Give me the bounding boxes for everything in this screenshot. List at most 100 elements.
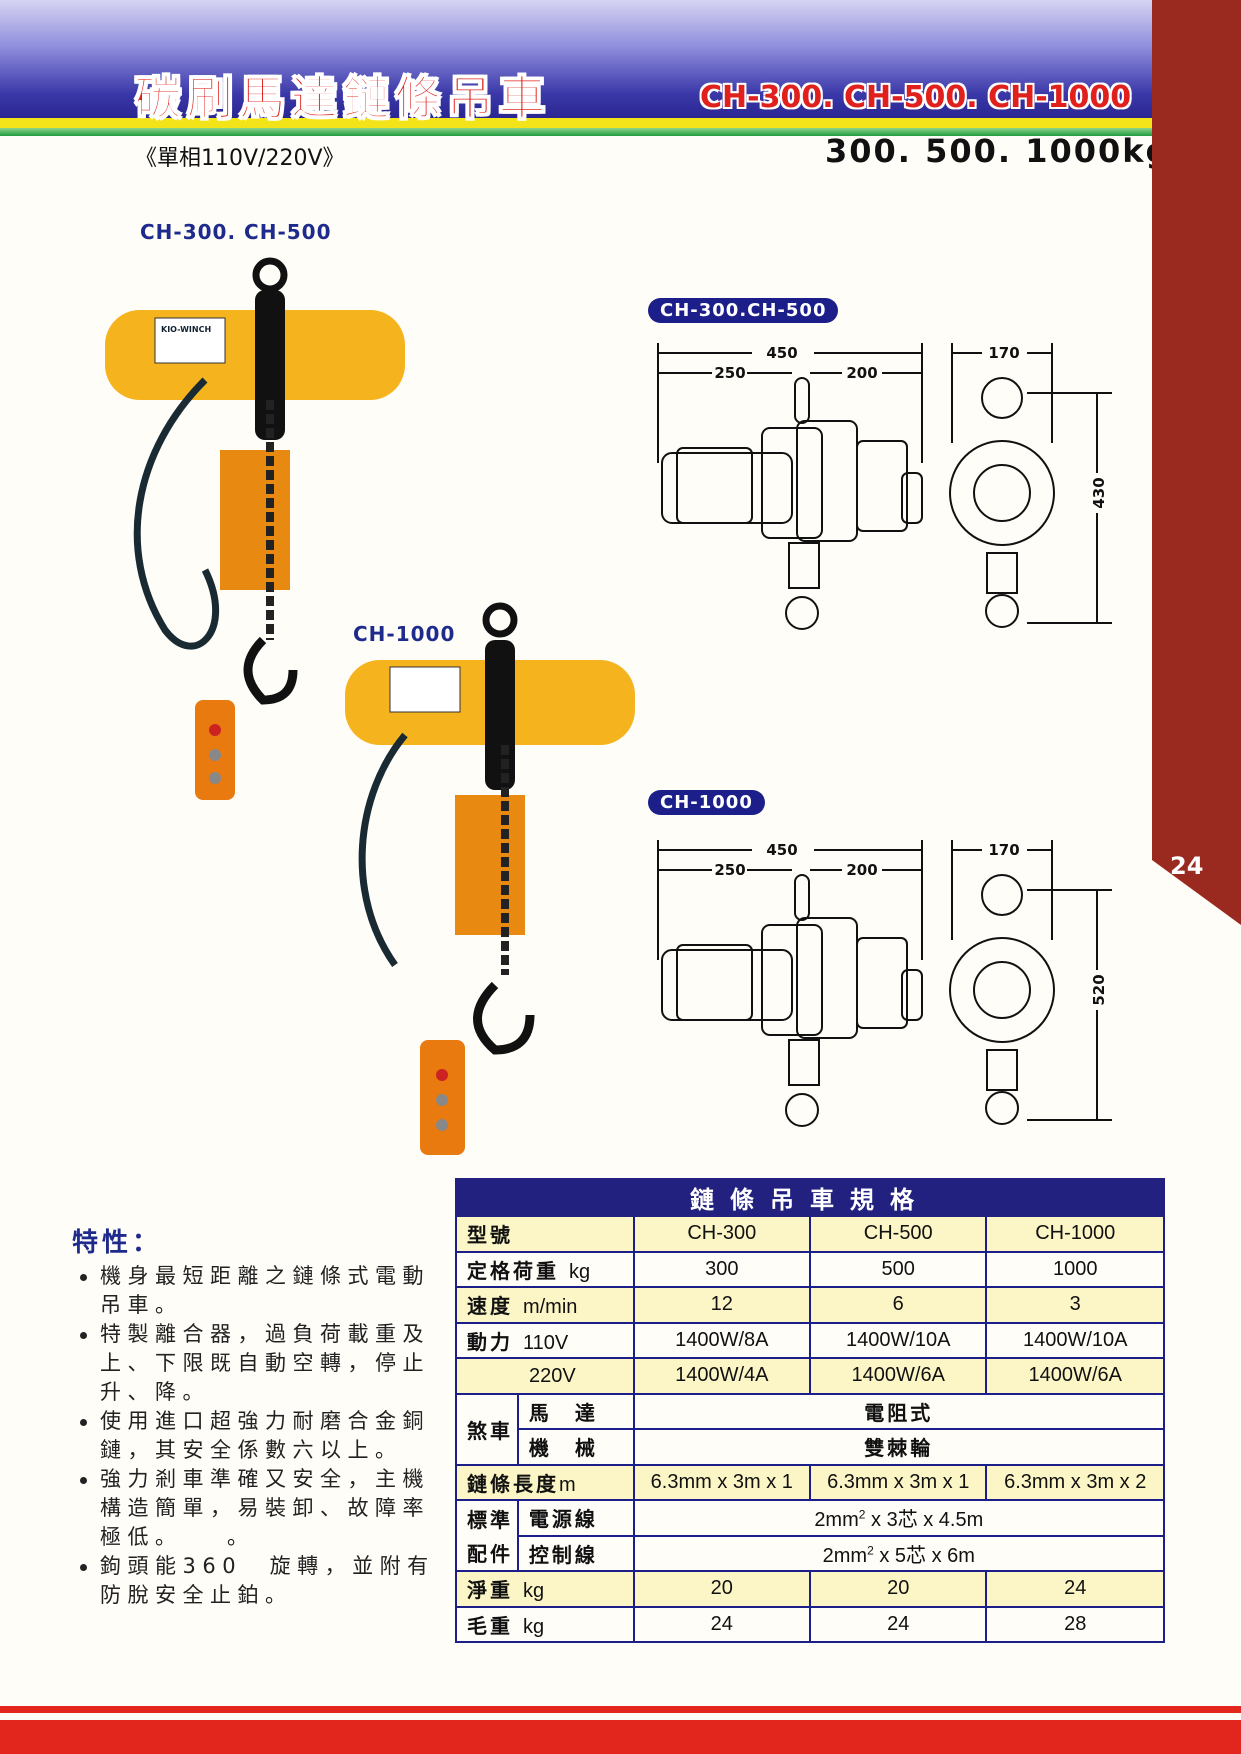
- voltage-note: 《單相110V/220V》: [135, 146, 345, 171]
- row-label: 定格荷重 kg: [455, 1250, 635, 1288]
- label-text: 動力: [467, 1329, 513, 1354]
- sub-label: 機 械: [516, 1428, 635, 1466]
- value: 2mm: [822, 1544, 868, 1567]
- photo-label-small: CH-300. CH-500: [140, 220, 332, 244]
- unit: kg: [522, 1615, 545, 1638]
- sub-label: 電源線: [516, 1499, 635, 1537]
- dim-right: 200: [846, 364, 877, 382]
- dim-side: 170: [988, 841, 1019, 859]
- drawing-label-1: CH-300.CH-500: [648, 298, 839, 323]
- footer-band: [0, 1720, 1241, 1754]
- dimension-drawing: 450 250 200 170 520: [657, 840, 1112, 1127]
- unit: kg: [568, 1260, 591, 1283]
- superscript: 2: [858, 1507, 866, 1522]
- row-label: 動力 110V: [455, 1321, 635, 1359]
- drawing-ch300-ch500: 450 250 200 170 430: [642, 343, 1112, 647]
- hoist-photo-large: [345, 602, 635, 1155]
- green-stripe: [0, 128, 1152, 136]
- cell: 6: [808, 1286, 988, 1324]
- dim-total: 450: [766, 841, 797, 859]
- cell: CH-1000: [985, 1215, 1165, 1253]
- table-row: 配件控制線 2mm2 x 5芯 x 6m: [455, 1534, 1166, 1572]
- cell: 24: [632, 1605, 811, 1643]
- feature-item: 強力剎車準確又安全，主機構造簡單，易裝卸、故障率極低。 。: [78, 1465, 438, 1552]
- model-range: CH-300. CH-500. CH-1000: [700, 80, 1132, 115]
- feature-item: 特製離合器，過負荷載重及上、下限既自動空轉，停止升、降。: [78, 1320, 438, 1407]
- drawing-label-2: CH-1000: [648, 790, 765, 815]
- cell: 6.3mm x 3m x 2: [985, 1463, 1165, 1501]
- sub-label: 馬 達: [516, 1392, 635, 1430]
- label-text: 速度: [467, 1294, 513, 1319]
- cell: 3: [985, 1286, 1165, 1324]
- row-label: 鏈條長度m: [455, 1463, 635, 1501]
- cell: 24: [985, 1570, 1165, 1608]
- dim-left: 250: [714, 861, 745, 879]
- cell: 1400W/10A: [985, 1321, 1165, 1359]
- dim-height: 430: [1090, 477, 1108, 508]
- cell: 20: [808, 1570, 988, 1608]
- unit: kg: [522, 1580, 545, 1603]
- row-label: 速度 m/min: [455, 1286, 635, 1324]
- superscript: 2: [867, 1543, 874, 1558]
- cell: 300: [632, 1250, 811, 1288]
- dimension-drawing: 450 250 200 170 430: [657, 343, 1112, 630]
- brand-label: KIO-WINCH: [161, 325, 211, 334]
- page-number: 24: [1170, 852, 1204, 880]
- cell: 電阻式: [632, 1392, 1166, 1430]
- features-heading: 特性：: [72, 1228, 163, 1258]
- cell: 500: [808, 1250, 988, 1288]
- cell: 2mm2 x 3芯 x 4.5m: [632, 1499, 1166, 1537]
- cell: 1000: [985, 1250, 1165, 1288]
- feature-item: 機身最短距離之鏈條式電動吊車。: [78, 1262, 438, 1320]
- cell: 1400W/10A: [808, 1321, 988, 1359]
- cell: CH-300: [632, 1215, 811, 1253]
- cell: 6.3mm x 3m x 1: [808, 1463, 988, 1501]
- feature-item: 使用進口超強力耐磨合金銅鏈，其安全係數六以上。: [78, 1407, 438, 1465]
- page-title: 碳刷馬達鏈條吊車: [135, 71, 551, 126]
- drawing-ch1000: 450 250 200 170 520: [642, 840, 1112, 1144]
- row-label: 220V: [455, 1357, 635, 1395]
- table-row: 機 械 雙棘輪: [456, 1428, 1166, 1466]
- cell: CH-500: [808, 1215, 988, 1253]
- unit: m: [559, 1473, 576, 1496]
- cell: 雙棘輪: [632, 1428, 1166, 1466]
- label-text: 定格荷重: [467, 1258, 559, 1283]
- cell: 1400W/8A: [632, 1321, 811, 1359]
- cell: 6.3mm x 3m x 1: [632, 1463, 811, 1501]
- feature-item: 鉤頭能360 旋轉，並附有防脫安全止鉑。: [78, 1552, 438, 1610]
- dim-right: 200: [846, 861, 877, 879]
- unit: 110V: [522, 1331, 569, 1354]
- value: x 5芯 x 6m: [873, 1544, 975, 1567]
- cell: 1400W/6A: [808, 1357, 988, 1395]
- value: x 3芯 x 4.5m: [865, 1509, 984, 1532]
- dim-left: 250: [714, 364, 745, 382]
- row-label: 配件: [455, 1535, 519, 1572]
- row-label: 標準: [455, 1499, 519, 1536]
- value: 2mm: [814, 1509, 859, 1532]
- cell: 20: [632, 1570, 811, 1608]
- row-label: 毛重 kg: [455, 1605, 635, 1643]
- unit: 220V: [529, 1365, 576, 1388]
- photo-label-large: CH-1000: [353, 622, 456, 646]
- spec-title: 鏈條吊車規格: [455, 1178, 1165, 1217]
- cell: 24: [808, 1605, 988, 1643]
- features-list: 機身最短距離之鏈條式電動吊車。 特製離合器，過負荷載重及上、下限既自動空轉，停止…: [78, 1262, 438, 1610]
- cell: 1400W/4A: [632, 1357, 811, 1395]
- dim-total: 450: [766, 344, 797, 362]
- row-label: 淨重 kg: [455, 1570, 635, 1608]
- row-label: 煞車: [455, 1392, 519, 1466]
- label-text: 鏈條長度: [467, 1471, 559, 1496]
- cell: 2mm2 x 5芯 x 6m: [632, 1534, 1166, 1572]
- header-banner: [0, 0, 1152, 118]
- capacity-range: 300. 500. 1000kg: [825, 132, 1171, 170]
- hoist-photo-small: KIO-WINCH: [105, 257, 405, 800]
- cell: 28: [985, 1605, 1165, 1643]
- table-row: 標準電源線 2mm2 x 3芯 x 4.5m: [455, 1499, 1166, 1537]
